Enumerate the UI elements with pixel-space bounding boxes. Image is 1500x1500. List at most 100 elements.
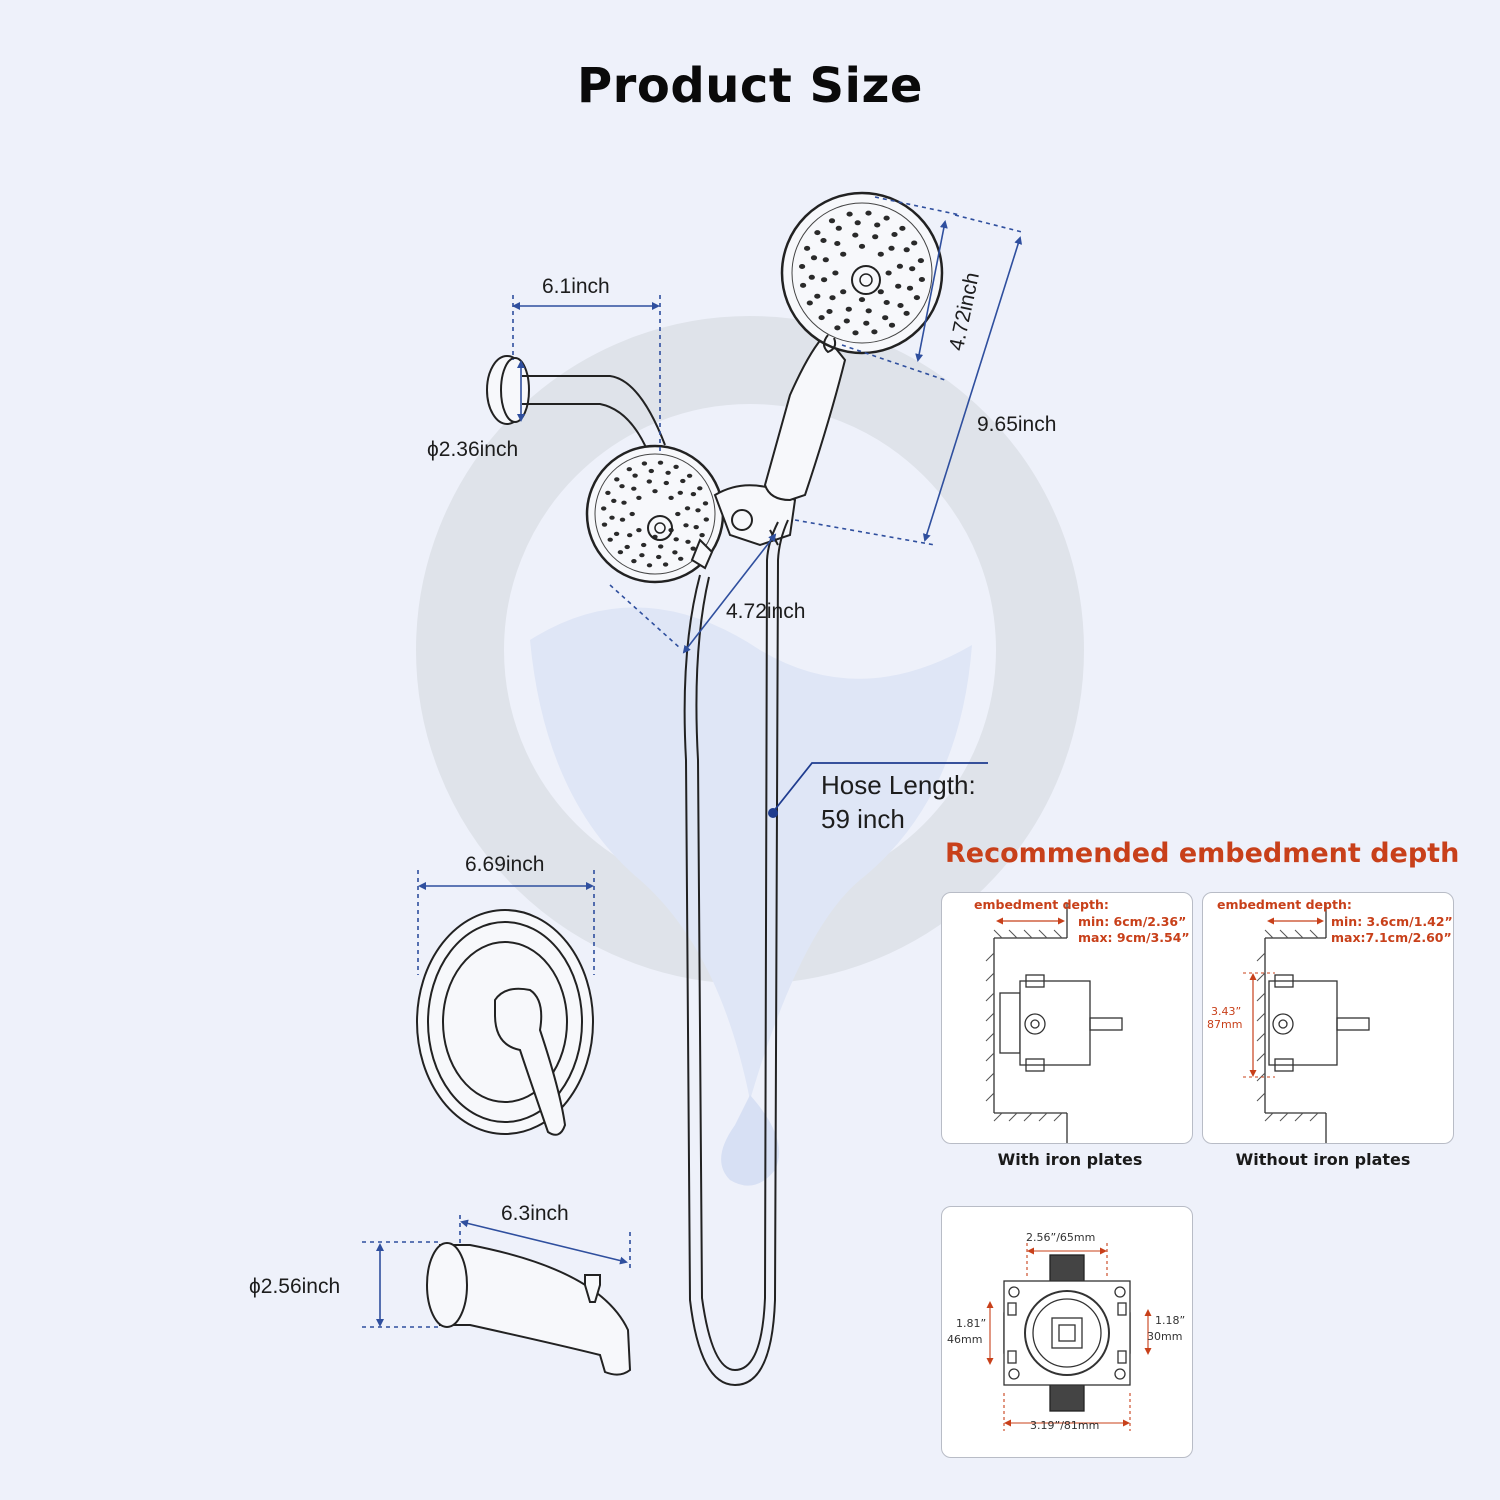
nozzle-dot	[903, 310, 910, 316]
nozzle-dot	[913, 295, 921, 301]
nozzle-dot	[897, 303, 904, 308]
nozzle-dot	[858, 243, 866, 249]
nozzle-dot	[810, 255, 818, 261]
nozzle-dot	[668, 495, 674, 500]
nozzle-dot	[826, 309, 833, 314]
nozzle-dot	[895, 283, 902, 289]
nozzle-dot	[652, 489, 658, 494]
nozzle-dot	[832, 270, 839, 276]
without-plates-caption: Without iron plates	[1235, 1150, 1411, 1169]
nozzle-dot	[820, 238, 827, 243]
nozzle-dot	[906, 285, 914, 291]
nozzle-dot	[636, 528, 642, 533]
valve-trim	[416, 909, 594, 1136]
nozzle-dot	[648, 468, 654, 474]
nozzle-dot	[673, 464, 679, 469]
spout-length-label: 6.3inch	[501, 1202, 569, 1225]
nozzle-dot	[636, 495, 642, 500]
nozzle-dot	[883, 215, 890, 221]
nozzle-dot	[684, 506, 691, 511]
without-plates-side-in: 3.43”	[1211, 1005, 1242, 1018]
panel-without-iron-plates: embedment depth: min: 3.6cm/1.42” max:7.…	[1202, 892, 1454, 1144]
nozzle-dot	[672, 550, 678, 555]
nozzle-dot	[702, 501, 709, 506]
valve-right-dimension-in: 1.18”	[1155, 1314, 1186, 1327]
nozzle-dot	[800, 282, 807, 288]
nozzle-dot	[646, 479, 652, 484]
valve-right-dimension-mm: 30mm	[1147, 1330, 1183, 1343]
nozzle-dot	[872, 234, 879, 240]
nozzle-dot	[663, 480, 669, 486]
nozzle-dot	[840, 289, 847, 295]
nozzle-dot	[806, 300, 813, 306]
nozzle-dot	[804, 245, 811, 251]
with-plates-min: min: 6cm/2.36”	[1078, 914, 1187, 929]
nozzle-dot	[639, 553, 645, 558]
with-plates-max: max: 9cm/3.54”	[1078, 930, 1190, 945]
nozzle-dot	[852, 330, 859, 336]
nozzle-dot	[871, 329, 878, 335]
nozzle-dot	[686, 473, 693, 478]
nozzle-dot	[609, 515, 615, 520]
nozzle-dot	[874, 222, 881, 228]
nozzle-dot	[703, 517, 709, 522]
nozzle-dot	[697, 486, 703, 491]
nozzle-dot	[695, 508, 701, 513]
nozzle-dot	[617, 550, 624, 555]
nozzle-dot	[835, 225, 842, 231]
nozzle-dot	[822, 257, 829, 263]
nozzle-dot	[854, 220, 861, 226]
nozzle-dot	[877, 251, 884, 257]
embedment-title: Recommended embedment depth	[945, 838, 1460, 869]
nozzle-dot	[891, 232, 898, 237]
nozzle-dot	[865, 308, 872, 314]
without-plates-label: embedment depth:	[1217, 897, 1352, 912]
nozzle-dot	[882, 315, 889, 321]
handheld-length-label: 9.65inch	[977, 413, 1057, 436]
nozzle-dot	[626, 467, 632, 472]
panel-valve-front: 2.56”/65mm 1.81” 46mm 1.18” 30mm 3.19”/8…	[941, 1206, 1193, 1458]
nozzle-dot	[632, 473, 638, 478]
nozzle-dot	[877, 289, 884, 295]
nozzle-dot	[690, 492, 697, 497]
nozzle-dot	[799, 264, 806, 269]
trim-plate-width-label: 6.69inch	[465, 853, 545, 876]
without-plates-max: max:7.1cm/2.60”	[1331, 930, 1452, 945]
nozzle-dot	[888, 245, 895, 251]
nozzle-dot	[883, 300, 890, 305]
nozzle-dot	[909, 266, 916, 272]
with-plates-caption: With iron plates	[997, 1150, 1143, 1169]
hose-length-label: Hose Length:	[821, 770, 976, 800]
nozzle-dot	[899, 225, 906, 231]
nozzle-dot	[629, 511, 635, 517]
nozzle-dot	[840, 251, 847, 257]
dimension-lines	[362, 196, 1023, 1328]
nozzle-dot	[621, 500, 627, 505]
nozzle-dot	[808, 274, 815, 280]
panel-with-iron-plates: embedment depth: min: 6cm/2.36” max: 9cm…	[941, 892, 1193, 1144]
nozzle-dot	[683, 523, 689, 528]
nozzle-dot	[641, 461, 648, 466]
nozzle-dot	[656, 554, 662, 560]
nozzle-dot	[911, 240, 918, 246]
nozzle-dot	[665, 470, 671, 475]
watermark-logo	[416, 316, 1084, 1186]
nozzle-dot	[865, 210, 872, 216]
with-plates-label: embedment depth:	[974, 897, 1109, 912]
valve-left-dimension-mm: 46mm	[947, 1333, 983, 1346]
tub-spout	[426, 1242, 632, 1376]
nozzle-dot	[918, 277, 926, 282]
valve-bottom-dimension: 3.19”/81mm	[1030, 1419, 1100, 1432]
nozzle-dot	[685, 539, 691, 544]
nozzle-dot	[601, 506, 607, 511]
valve-front-drawing	[986, 1243, 1152, 1431]
nozzle-dot	[678, 556, 684, 561]
nozzle-dot	[662, 562, 669, 567]
nozzle-dot	[631, 486, 637, 491]
valve-top-dimension: 2.56”/65mm	[1026, 1231, 1096, 1244]
nozzle-dot	[601, 522, 608, 527]
nozzle-dot	[607, 537, 613, 542]
without-plates-side-mm: 87mm	[1207, 1018, 1243, 1031]
nozzle-dot	[852, 232, 859, 238]
nozzle-dot	[828, 218, 836, 224]
